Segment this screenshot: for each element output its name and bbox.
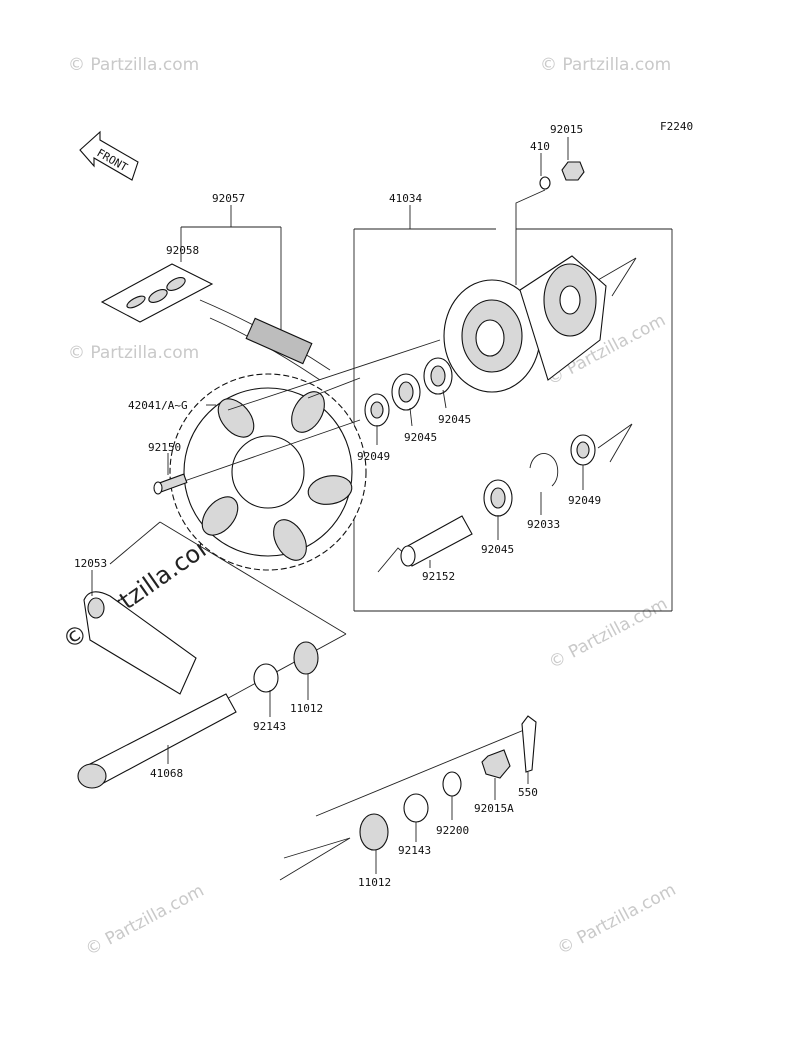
- hub: [443, 255, 607, 393]
- watermark-br: © Partzilla.com: [554, 880, 679, 959]
- watermark-mr2: © Partzilla.com: [546, 594, 671, 673]
- bearings-left: [364, 357, 453, 427]
- axle: [77, 693, 237, 789]
- label-92152: 92152: [422, 570, 455, 583]
- label-92033: 92033: [527, 518, 560, 531]
- label-41034: 41034: [389, 192, 422, 205]
- label-92058: 92058: [166, 244, 199, 257]
- label-92150: 92150: [148, 441, 181, 454]
- label-92143-b: 92143: [398, 844, 431, 857]
- nut-92015: [561, 161, 585, 181]
- leader-lines: [91, 137, 584, 874]
- label-92015A: 92015A: [474, 802, 514, 815]
- sprocket: [169, 373, 367, 571]
- label-41068: 41068: [150, 767, 183, 780]
- part-labels: 92015 410 41034 92057 92058 42041/A~G 92…: [74, 123, 601, 889]
- label-92045-b: 92045: [404, 431, 437, 444]
- chain-adjuster-box: [109, 521, 347, 709]
- washer-410: [539, 176, 551, 190]
- label-410: 410: [530, 140, 550, 153]
- label-11012-b: 11012: [358, 876, 391, 889]
- watermark-tr: © Partzilla.com: [540, 55, 671, 75]
- spacer-11012-top: [293, 641, 319, 675]
- front-arrow-icon: FRONT: [79, 130, 139, 181]
- watermark-tl: © Partzilla.com: [68, 55, 199, 75]
- label-92045-a: 92045: [438, 413, 471, 426]
- collar-92143-top: [253, 663, 279, 693]
- label-12053: 12053: [74, 557, 107, 570]
- figure-code: F2240: [660, 120, 693, 133]
- label-92015: 92015: [550, 123, 583, 136]
- label-92045-c: 92045: [481, 543, 514, 556]
- lower-parts: [359, 715, 537, 851]
- label-92057: 92057: [212, 192, 245, 205]
- watermark-ml: © Partzilla.com: [68, 343, 199, 363]
- label-92200: 92200: [436, 824, 469, 837]
- label-92049-a: 92049: [357, 450, 390, 463]
- label-42041: 42041/A~G: [128, 399, 188, 412]
- label-92143-a: 92143: [253, 720, 286, 733]
- right-side-parts: [400, 434, 596, 567]
- chain-link-kit: [100, 263, 214, 323]
- label-550: 550: [518, 786, 538, 799]
- bolt-92150: [153, 473, 188, 495]
- chain: [199, 299, 331, 381]
- chain-adjuster: [83, 591, 197, 695]
- watermark-bl: © Partzilla.com: [82, 881, 207, 960]
- hub-assembly-box: [353, 205, 673, 612]
- label-92049-b: 92049: [568, 494, 601, 507]
- label-11012-a: 11012: [290, 702, 323, 715]
